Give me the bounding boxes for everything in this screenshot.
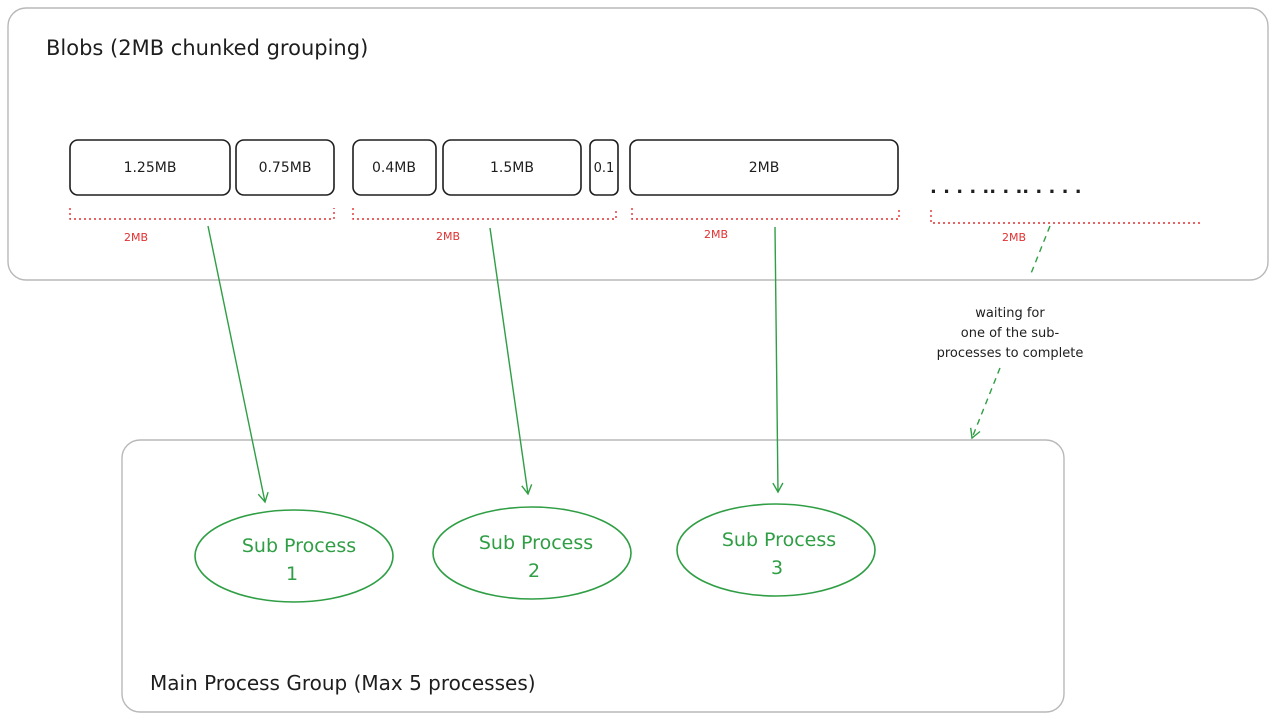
- blob: 1.5MB: [442, 139, 582, 196]
- group-bracket: 2MB: [69, 208, 335, 244]
- sub-process-3: Sub Process 3: [676, 503, 876, 597]
- blob-label: 2MB: [749, 160, 780, 176]
- group-label: 2MB: [436, 230, 460, 243]
- waiting-note: waiting for one of the sub- processes to…: [920, 304, 1100, 364]
- blobs-section-title: Blobs (2MB chunked grouping): [46, 36, 369, 60]
- sub-process-1: Sub Process 1: [194, 509, 394, 603]
- arrow-group1-to-subprocess1: [207, 225, 269, 504]
- blobs-frame: [7, 7, 1269, 281]
- group-bracket: 2MB: [352, 208, 617, 243]
- blob-label: 0.4MB: [372, 160, 416, 176]
- blob: 0.4MB: [352, 139, 437, 196]
- main-process-group-title: Main Process Group (Max 5 processes): [150, 671, 536, 695]
- waiting-note-line: waiting for: [975, 306, 1045, 321]
- group-bracket: 2MB: [631, 208, 900, 241]
- blob: 0.75MB: [235, 139, 335, 196]
- more-blobs-ellipsis: . . . . .. . .. . . . .: [930, 177, 1082, 198]
- group-label: 2MB: [124, 231, 148, 244]
- arrow-group2-to-subprocess2: [489, 227, 533, 496]
- sub-process-number: 1: [286, 563, 298, 585]
- arrow-group3-to-subprocess3: [772, 226, 784, 494]
- blob-label: 1.5MB: [490, 160, 534, 176]
- blob: 2MB: [629, 139, 899, 196]
- sub-process-number: 2: [528, 560, 540, 582]
- sub-process-2: Sub Process 2: [432, 506, 632, 600]
- group-label: 2MB: [1002, 231, 1026, 244]
- waiting-note-line: processes to complete: [936, 346, 1084, 361]
- blob-label: 0.75MB: [259, 160, 312, 176]
- group-label: 2MB: [704, 228, 728, 241]
- sub-process-label: Sub Process: [479, 532, 593, 554]
- waiting-note-line: one of the sub-: [960, 326, 1060, 341]
- arrow-waiting-to-main-group: [970, 367, 1001, 440]
- sub-process-number: 3: [771, 557, 783, 579]
- group-bracket: 2MB: [930, 210, 1200, 244]
- blob-label: 1.25MB: [124, 160, 177, 176]
- blob-label: 0.1: [594, 161, 615, 176]
- blob: 1.25MB: [69, 139, 231, 196]
- arrow-waiting-to-main-group: [1029, 225, 1051, 277]
- main-process-group-frame: [121, 439, 1065, 713]
- sub-process-label: Sub Process: [722, 529, 836, 551]
- sub-process-label: Sub Process: [242, 535, 356, 557]
- blob: 0.1: [589, 139, 619, 196]
